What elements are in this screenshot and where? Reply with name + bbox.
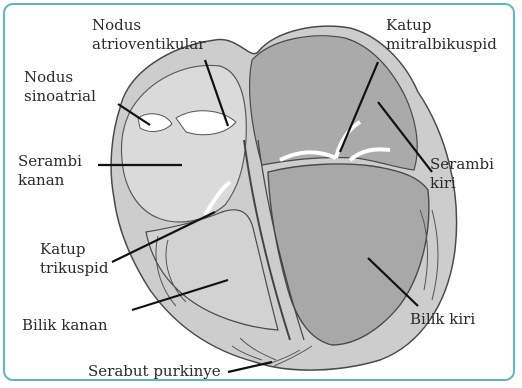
label-katup-trikuspid: Katup trikuspid xyxy=(40,240,108,278)
label-bilik-kiri: Bilik kiri xyxy=(410,310,475,329)
label-katup-mitralbikuspid: Katup mitralbikuspid xyxy=(386,16,497,54)
label-serambi-kiri: Serambi kiri xyxy=(430,155,494,193)
label-nodus-atrioventikular: Nodus atrioventikular xyxy=(92,16,205,54)
label-serabut-purkinye: Serabut purkinye xyxy=(88,362,221,381)
label-nodus-sinoatrial: Nodus sinoatrial xyxy=(24,68,96,106)
leader-serabut-purkinye xyxy=(228,362,272,372)
label-serambi-kanan: Serambi kanan xyxy=(18,152,82,190)
label-bilik-kanan: Bilik kanan xyxy=(22,316,108,335)
